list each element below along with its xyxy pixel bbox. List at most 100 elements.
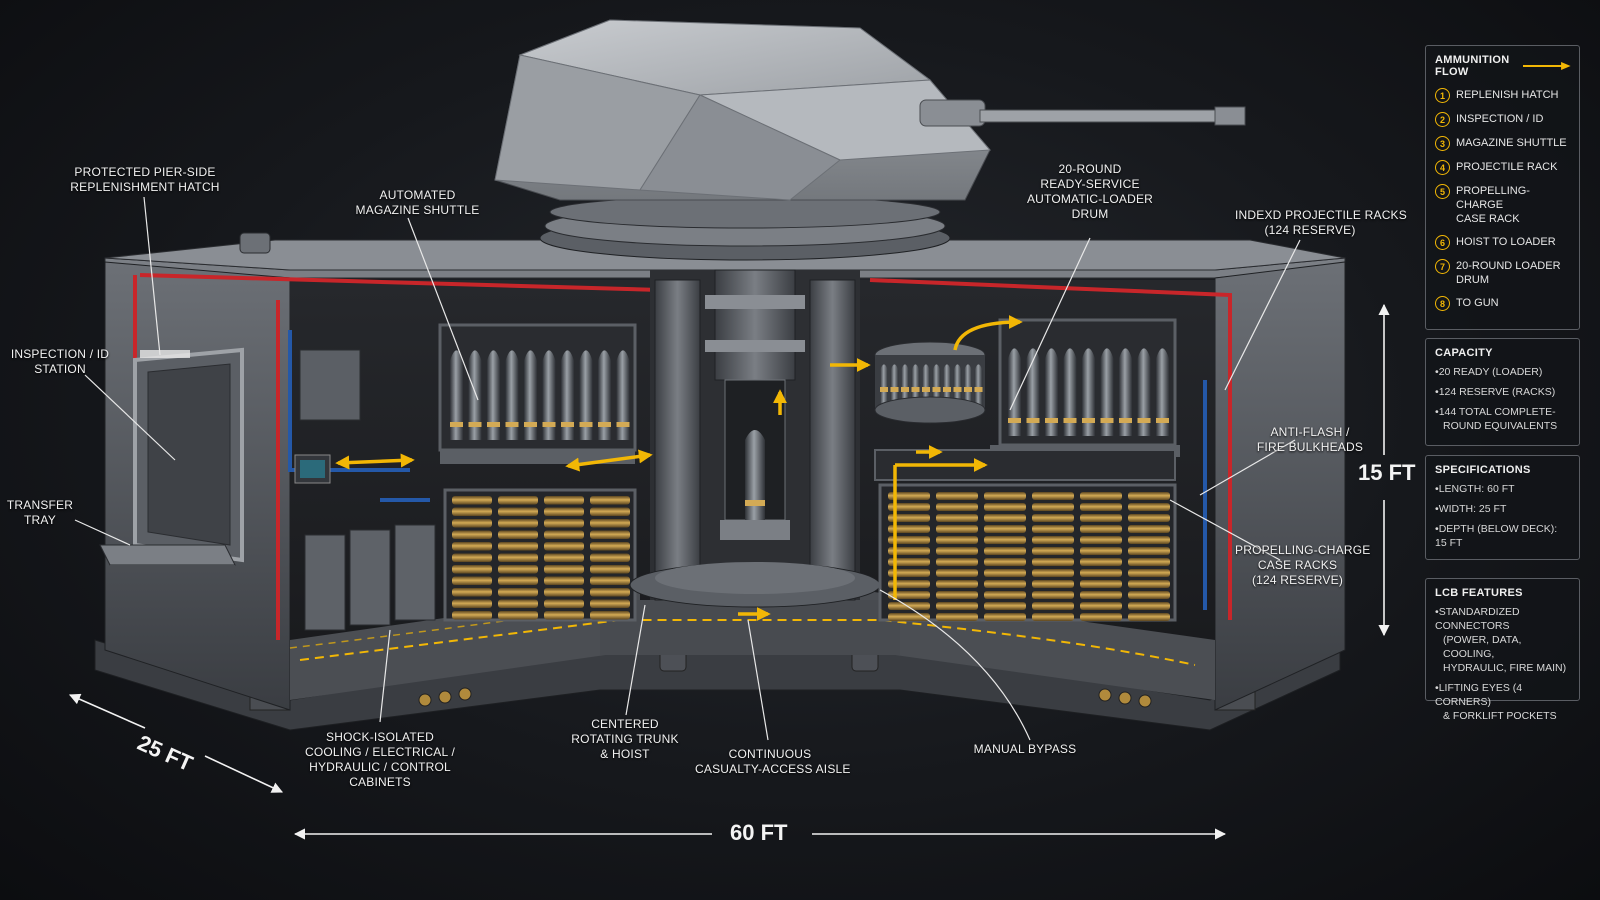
step-number-icon: 3 xyxy=(1435,136,1450,151)
shell-band xyxy=(524,422,537,427)
step-number-icon: 6 xyxy=(1435,235,1450,250)
charge-case xyxy=(590,576,630,585)
charge-case xyxy=(1128,558,1170,566)
charge-case xyxy=(498,576,538,585)
charge-case xyxy=(888,514,930,522)
shell-band xyxy=(1156,418,1169,423)
charge-case xyxy=(936,602,978,610)
step-number-icon: 2 xyxy=(1435,112,1450,127)
projectile-shell xyxy=(598,350,611,440)
charge-case xyxy=(1080,525,1122,533)
capacity-item: 20 READY (LOADER) xyxy=(1435,365,1571,379)
charge-case xyxy=(888,602,930,610)
step-number-icon: 7 xyxy=(1435,259,1450,274)
charge-case xyxy=(498,599,538,608)
charge-case xyxy=(936,536,978,544)
flow-title: AMMUNITION FLOW xyxy=(1435,54,1510,78)
charge-case xyxy=(590,553,630,562)
charge-case xyxy=(984,613,1026,621)
shell-band xyxy=(1063,418,1077,423)
capacity-title: CAPACITY xyxy=(1435,347,1493,359)
shell-band xyxy=(450,422,463,427)
projectile-shell xyxy=(922,364,930,405)
projectile-shell xyxy=(505,350,519,440)
step-label: PROJECTILE RACK xyxy=(1456,161,1558,173)
charge-case xyxy=(888,492,930,500)
charge-case xyxy=(984,503,1026,511)
shell-band xyxy=(953,387,962,392)
charge-case xyxy=(544,599,584,608)
shell-band xyxy=(598,422,611,427)
shell-band xyxy=(1119,418,1132,423)
charge-case xyxy=(1128,492,1170,500)
charge-case xyxy=(888,558,930,566)
projectile-shell xyxy=(1156,348,1169,436)
charge-case xyxy=(888,569,930,577)
charge-case xyxy=(1032,569,1074,577)
charge-case xyxy=(544,530,584,539)
charge-case xyxy=(1128,536,1170,544)
dimension-depth: 15 FT xyxy=(1358,460,1416,485)
charge-case xyxy=(888,591,930,599)
projectile-shell xyxy=(1100,348,1114,436)
charge-case xyxy=(452,565,492,574)
charge-case xyxy=(498,507,538,516)
shell-band xyxy=(974,387,983,392)
charge-case xyxy=(544,576,584,585)
charge-case xyxy=(590,588,630,597)
charge-case xyxy=(1032,514,1074,522)
shell-band xyxy=(468,422,482,427)
legend-capacity: CAPACITY 20 READY (LOADER)124 RESERVE (R… xyxy=(1425,338,1580,446)
charge-case xyxy=(936,580,978,588)
legend-lcb-features: LCB FEATURES STANDARDIZED CONNECTORS(POW… xyxy=(1425,578,1580,722)
projectile-shell xyxy=(1063,348,1077,436)
lcb-item: LIFTING EYES (4 CORNERS)& FORKLIFT POCKE… xyxy=(1435,681,1571,723)
charge-case xyxy=(590,519,630,528)
charge-case xyxy=(590,530,630,539)
projectile-shell xyxy=(974,364,983,405)
shell-band xyxy=(943,387,951,392)
charge-case xyxy=(498,542,538,551)
charge-case xyxy=(936,514,978,522)
charge-case xyxy=(452,576,492,585)
charge-case xyxy=(544,519,584,528)
shell-band xyxy=(505,422,519,427)
charge-case xyxy=(888,547,930,555)
charge-case xyxy=(984,492,1026,500)
charge-case xyxy=(984,525,1026,533)
shell-band xyxy=(911,387,920,392)
charge-case xyxy=(936,591,978,599)
flow-arrow-icon xyxy=(1523,62,1571,70)
charge-case xyxy=(936,547,978,555)
specs-item: LENGTH: 60 FT xyxy=(1435,482,1571,496)
step-number-icon: 1 xyxy=(1435,88,1450,103)
charge-case xyxy=(984,591,1026,599)
legend-specifications: SPECIFICATIONS LENGTH: 60 FTWIDTH: 25 FT… xyxy=(1425,455,1580,560)
projectile-shell xyxy=(450,350,463,440)
projectile-shell xyxy=(468,350,482,440)
charge-case xyxy=(888,613,930,621)
label-manual-bypass: MANUAL BYPASS xyxy=(973,742,1077,756)
step-label: MAGAZINE SHUTTLE xyxy=(1456,137,1567,149)
shell-band xyxy=(487,422,500,427)
capacity-item: 144 TOTAL COMPLETE-ROUND EQUIVALENTS xyxy=(1435,405,1571,433)
shell-band xyxy=(1045,418,1058,423)
charge-case xyxy=(1032,547,1074,555)
projectile-shell xyxy=(964,364,972,405)
projectile-shell xyxy=(579,350,593,440)
charge-case xyxy=(452,542,492,551)
charge-case xyxy=(590,599,630,608)
charge-case xyxy=(544,542,584,551)
